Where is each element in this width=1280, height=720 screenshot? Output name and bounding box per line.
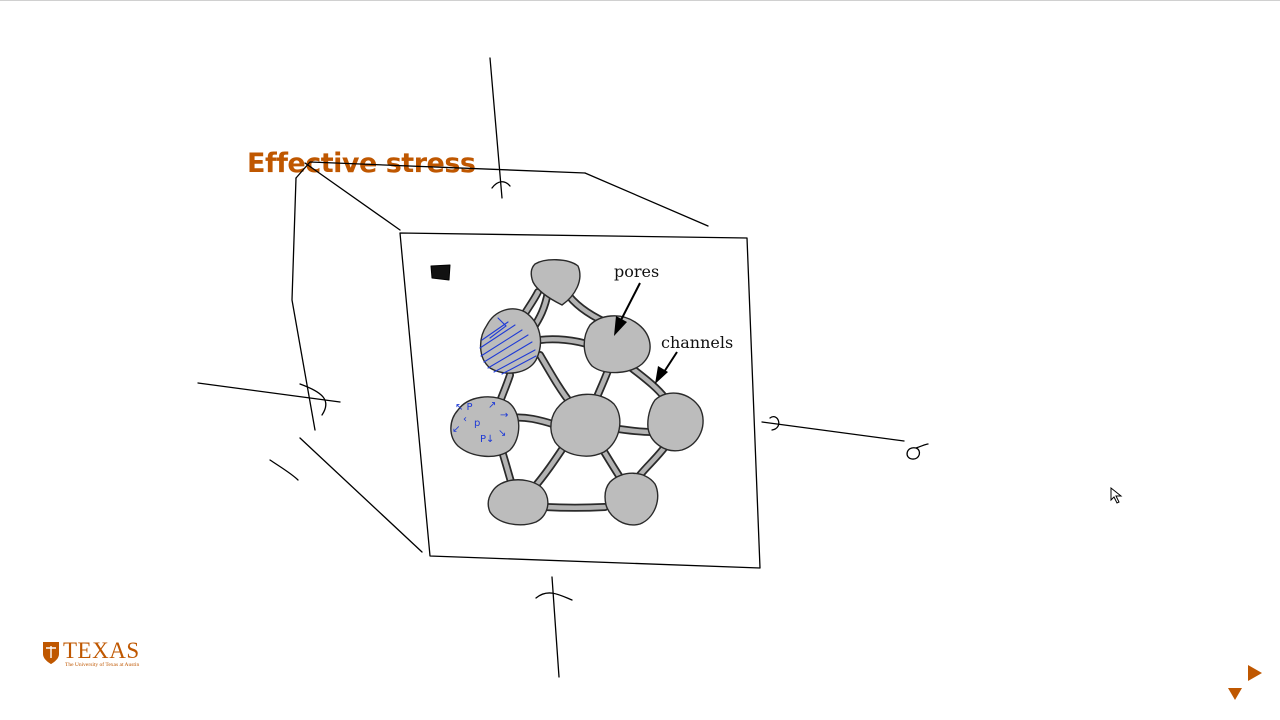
next-slide-button[interactable]: [1245, 663, 1265, 683]
bottom-stress-arrow: [535, 576, 573, 678]
svg-text:↘: ↘: [498, 428, 506, 439]
svg-text:↖ P: ↖ P: [455, 402, 473, 413]
pore-bottom-right: [604, 472, 659, 526]
stress-arrows: [197, 57, 929, 678]
pore-right: [647, 392, 704, 452]
svg-text:↗: ↗: [488, 400, 496, 411]
svg-text:P↓: P↓: [480, 434, 494, 445]
pore-bottom-left: [487, 479, 549, 526]
play-right-icon: [1248, 665, 1262, 681]
pore-mid-left: [450, 396, 520, 457]
stress-cube-sketch: [291, 161, 761, 569]
pore-upper-right: [583, 315, 651, 374]
pores: [450, 259, 704, 526]
logo-tagline: The University of Texas at Austin: [65, 662, 140, 668]
channels-label: channels: [661, 333, 733, 352]
label-arrows: [614, 282, 678, 384]
sigma-symbol: [906, 443, 929, 460]
stray-stroke: [269, 459, 299, 481]
pore-pressure-annotation: ↖ P ↗ → p ↙ P↓ ↘ ‹: [452, 400, 508, 445]
longhorn-shield-icon: [43, 642, 59, 664]
pore-center: [550, 393, 621, 457]
hatched-pore-annotation: [479, 317, 537, 375]
svg-text:↙: ↙: [452, 424, 460, 435]
pore-upper-left: [479, 308, 542, 374]
pore-top: [530, 259, 581, 306]
svg-text:→: →: [500, 410, 508, 421]
logo-wordmark: TEXAS: [63, 638, 140, 663]
pores-label: pores: [614, 262, 659, 281]
slide-down-button[interactable]: [1226, 686, 1244, 702]
svg-text:p: p: [474, 418, 480, 429]
top-stress-arrow: [489, 57, 511, 199]
mouse-cursor-icon: [1110, 486, 1123, 504]
pore-network-figure: pores channels: [450, 259, 733, 526]
left-stress-arrow: [197, 382, 341, 416]
right-stress-arrow: [761, 416, 905, 442]
svg-text:‹: ‹: [463, 414, 467, 425]
pressure-annotations: ↖ P ↗ → p ↙ P↓ ↘ ‹: [452, 317, 537, 445]
university-logo: TEXAS The University of Texas at Austin: [41, 638, 151, 672]
triangle-down-icon: [1228, 688, 1242, 700]
